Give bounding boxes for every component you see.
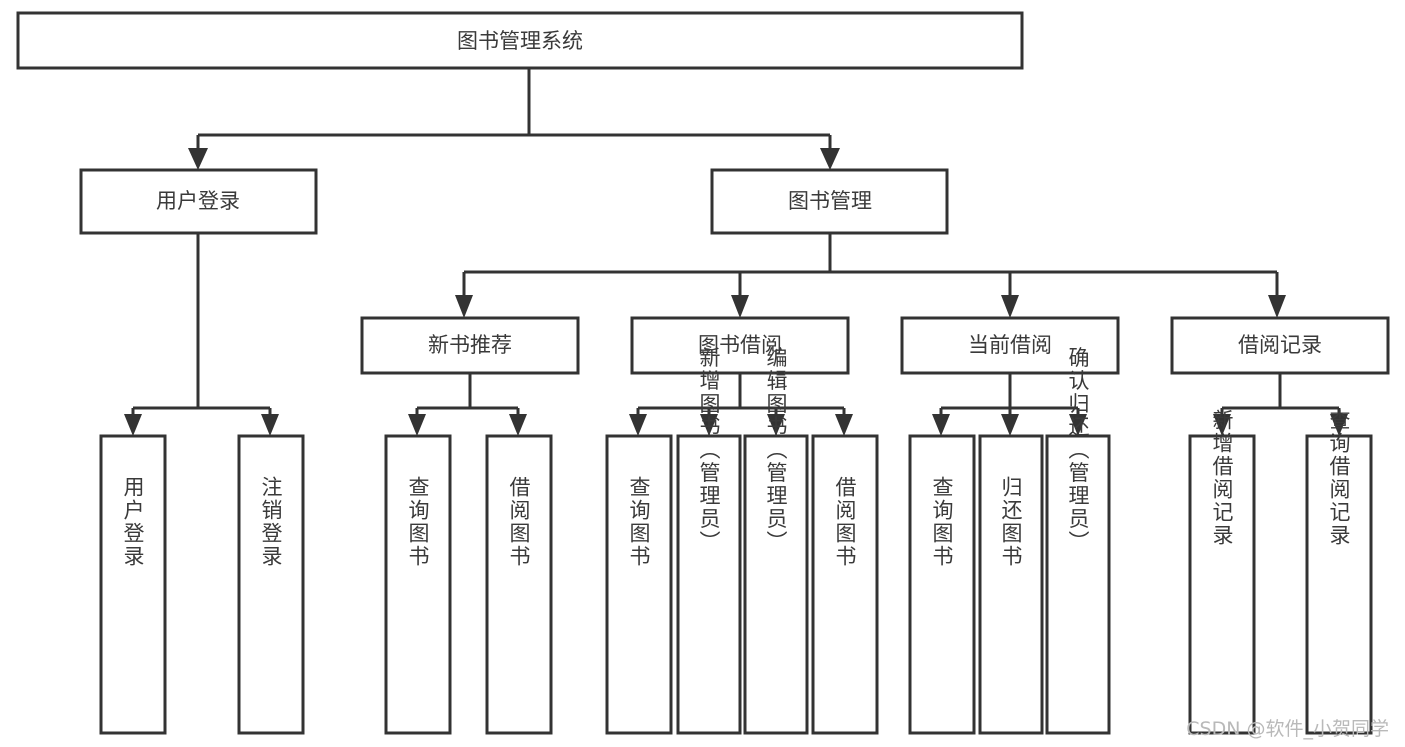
arrow-head-book-manage xyxy=(820,148,840,170)
arrow-head-leaf-return-book xyxy=(1001,414,1019,436)
node-leaf-return-book[interactable]: 归还图书 xyxy=(978,434,1044,735)
node-book-manage[interactable]: 图书管理 xyxy=(710,168,949,235)
node-root[interactable]: 图书管理系统 xyxy=(16,11,1024,70)
node-user-login-box[interactable] xyxy=(79,168,318,235)
node-root-label: 图书管理系统 xyxy=(457,29,583,53)
node-leaf-user-login-box[interactable] xyxy=(99,434,167,735)
node-book-borrow-label: 图书借阅 xyxy=(698,333,782,357)
arrow-head-leaf-query-book-a xyxy=(408,414,426,436)
node-leaf-query-record-box[interactable] xyxy=(1305,434,1373,735)
arrow-head-leaf-add-record xyxy=(1213,414,1231,436)
node-leaf-borrow-book-a[interactable]: 借阅图书 xyxy=(485,434,553,735)
node-leaf-user-login[interactable]: 用户登录 xyxy=(99,434,167,735)
node-leaf-add-record-box[interactable] xyxy=(1188,434,1256,735)
arrow-head-leaf-edit-book xyxy=(767,414,785,436)
node-leaf-add-book[interactable]: 新增图书（管理员） xyxy=(676,347,742,735)
node-leaf-query-book-a[interactable]: 查询图书 xyxy=(384,434,452,735)
node-user-login-label: 用户登录 xyxy=(156,189,240,213)
arrow-head-leaf-add-book xyxy=(700,414,718,436)
node-leaf-query-book-a-box[interactable] xyxy=(384,434,452,735)
node-leaf-return-book-box[interactable] xyxy=(978,434,1044,735)
arrow-head-leaf-user-login xyxy=(124,414,142,436)
node-leaf-return-book-label: 归还图书 xyxy=(999,476,1023,568)
node-leaf-logout[interactable]: 注销登录 xyxy=(237,434,305,735)
arrow-head-leaf-borrow-book-a xyxy=(509,414,527,436)
arrow-head-leaf-confirm-return xyxy=(1069,414,1087,436)
arrow-head-new-book-rec xyxy=(455,295,473,318)
node-leaf-add-record[interactable]: 新增借阅记录 xyxy=(1188,409,1256,735)
arrow-head-leaf-logout xyxy=(261,414,279,436)
arrow-head-book-borrow xyxy=(731,295,749,318)
node-new-book-rec-label: 新书推荐 xyxy=(428,333,512,357)
node-leaf-borrow-book-a-box[interactable] xyxy=(485,434,553,735)
node-leaf-query-book-c[interactable]: 查询图书 xyxy=(908,434,976,735)
node-leaf-query-book-b-box[interactable] xyxy=(605,434,673,735)
node-leaf-confirm-return[interactable]: 确认归还（管理员） xyxy=(1045,347,1111,735)
node-leaf-add-book-box[interactable] xyxy=(676,434,742,735)
connector-group-root xyxy=(188,68,840,170)
node-book-manage-label: 图书管理 xyxy=(788,189,872,213)
node-leaf-logout-label: 注销登录 xyxy=(259,476,283,568)
arrow-head-leaf-query-record xyxy=(1330,414,1348,436)
arrow-head-user-login xyxy=(188,148,208,170)
node-current-borrow[interactable]: 当前借阅 xyxy=(900,316,1120,375)
node-leaf-borrow-book-b-box[interactable] xyxy=(811,434,879,735)
connector-group-new-book-rec xyxy=(408,373,527,436)
node-leaf-query-book-b-label: 查询图书 xyxy=(627,476,651,568)
node-borrow-record[interactable]: 借阅记录 xyxy=(1170,316,1390,375)
node-leaf-query-record[interactable]: 查询借阅记录 xyxy=(1305,409,1373,735)
arrow-head-leaf-query-book-b xyxy=(629,414,647,436)
node-root-box[interactable] xyxy=(16,11,1024,70)
node-current-borrow-label: 当前借阅 xyxy=(968,333,1052,357)
arrow-head-borrow-record xyxy=(1268,295,1286,318)
node-book-borrow-box[interactable] xyxy=(630,316,850,375)
node-book-manage-box[interactable] xyxy=(710,168,949,235)
node-leaf-query-book-c-box[interactable] xyxy=(908,434,976,735)
node-book-borrow[interactable]: 图书借阅 xyxy=(630,316,850,375)
node-leaf-borrow-book-b[interactable]: 借阅图书 xyxy=(811,434,879,735)
node-new-book-rec[interactable]: 新书推荐 xyxy=(360,316,580,375)
node-leaf-logout-box[interactable] xyxy=(237,434,305,735)
node-leaf-borrow-book-a-label: 借阅图书 xyxy=(507,476,531,568)
node-current-borrow-box[interactable] xyxy=(900,316,1120,375)
node-user-login[interactable]: 用户登录 xyxy=(79,168,318,235)
node-leaf-edit-book[interactable]: 编辑图书（管理员） xyxy=(743,347,809,735)
node-borrow-record-label: 借阅记录 xyxy=(1238,333,1322,357)
node-leaf-add-book-label: 新增图书（管理员） xyxy=(697,347,721,554)
arrow-head-leaf-borrow-book-b xyxy=(835,414,853,436)
arrow-head-current-borrow xyxy=(1001,295,1019,318)
connector-group-book-borrow xyxy=(629,373,853,436)
node-leaf-user-login-label: 用户登录 xyxy=(121,476,145,568)
connector-group-book-manage xyxy=(455,233,1286,318)
node-leaf-query-book-c-label: 查询图书 xyxy=(930,476,954,568)
node-leaf-add-record-label: 新增借阅记录 xyxy=(1210,409,1234,547)
connector-group-borrow-record xyxy=(1213,373,1348,436)
node-leaf-edit-book-box[interactable] xyxy=(743,434,809,735)
node-leaf-edit-book-label: 编辑图书（管理员） xyxy=(764,347,788,554)
node-borrow-record-box[interactable] xyxy=(1170,316,1390,375)
connector-group-user-login xyxy=(124,233,279,436)
node-leaf-confirm-return-label: 确认归还（管理员） xyxy=(1066,347,1090,554)
node-leaf-confirm-return-box[interactable] xyxy=(1045,434,1111,735)
node-leaf-borrow-book-b-label: 借阅图书 xyxy=(833,476,857,568)
arrow-head-leaf-query-book-c xyxy=(932,414,950,436)
connector-group-current-borrow xyxy=(932,373,1087,436)
node-leaf-query-book-a-label: 查询图书 xyxy=(406,476,430,568)
node-leaf-query-record-label: 查询借阅记录 xyxy=(1327,409,1351,547)
node-new-book-rec-box[interactable] xyxy=(360,316,580,375)
node-leaf-query-book-b[interactable]: 查询图书 xyxy=(605,434,673,735)
